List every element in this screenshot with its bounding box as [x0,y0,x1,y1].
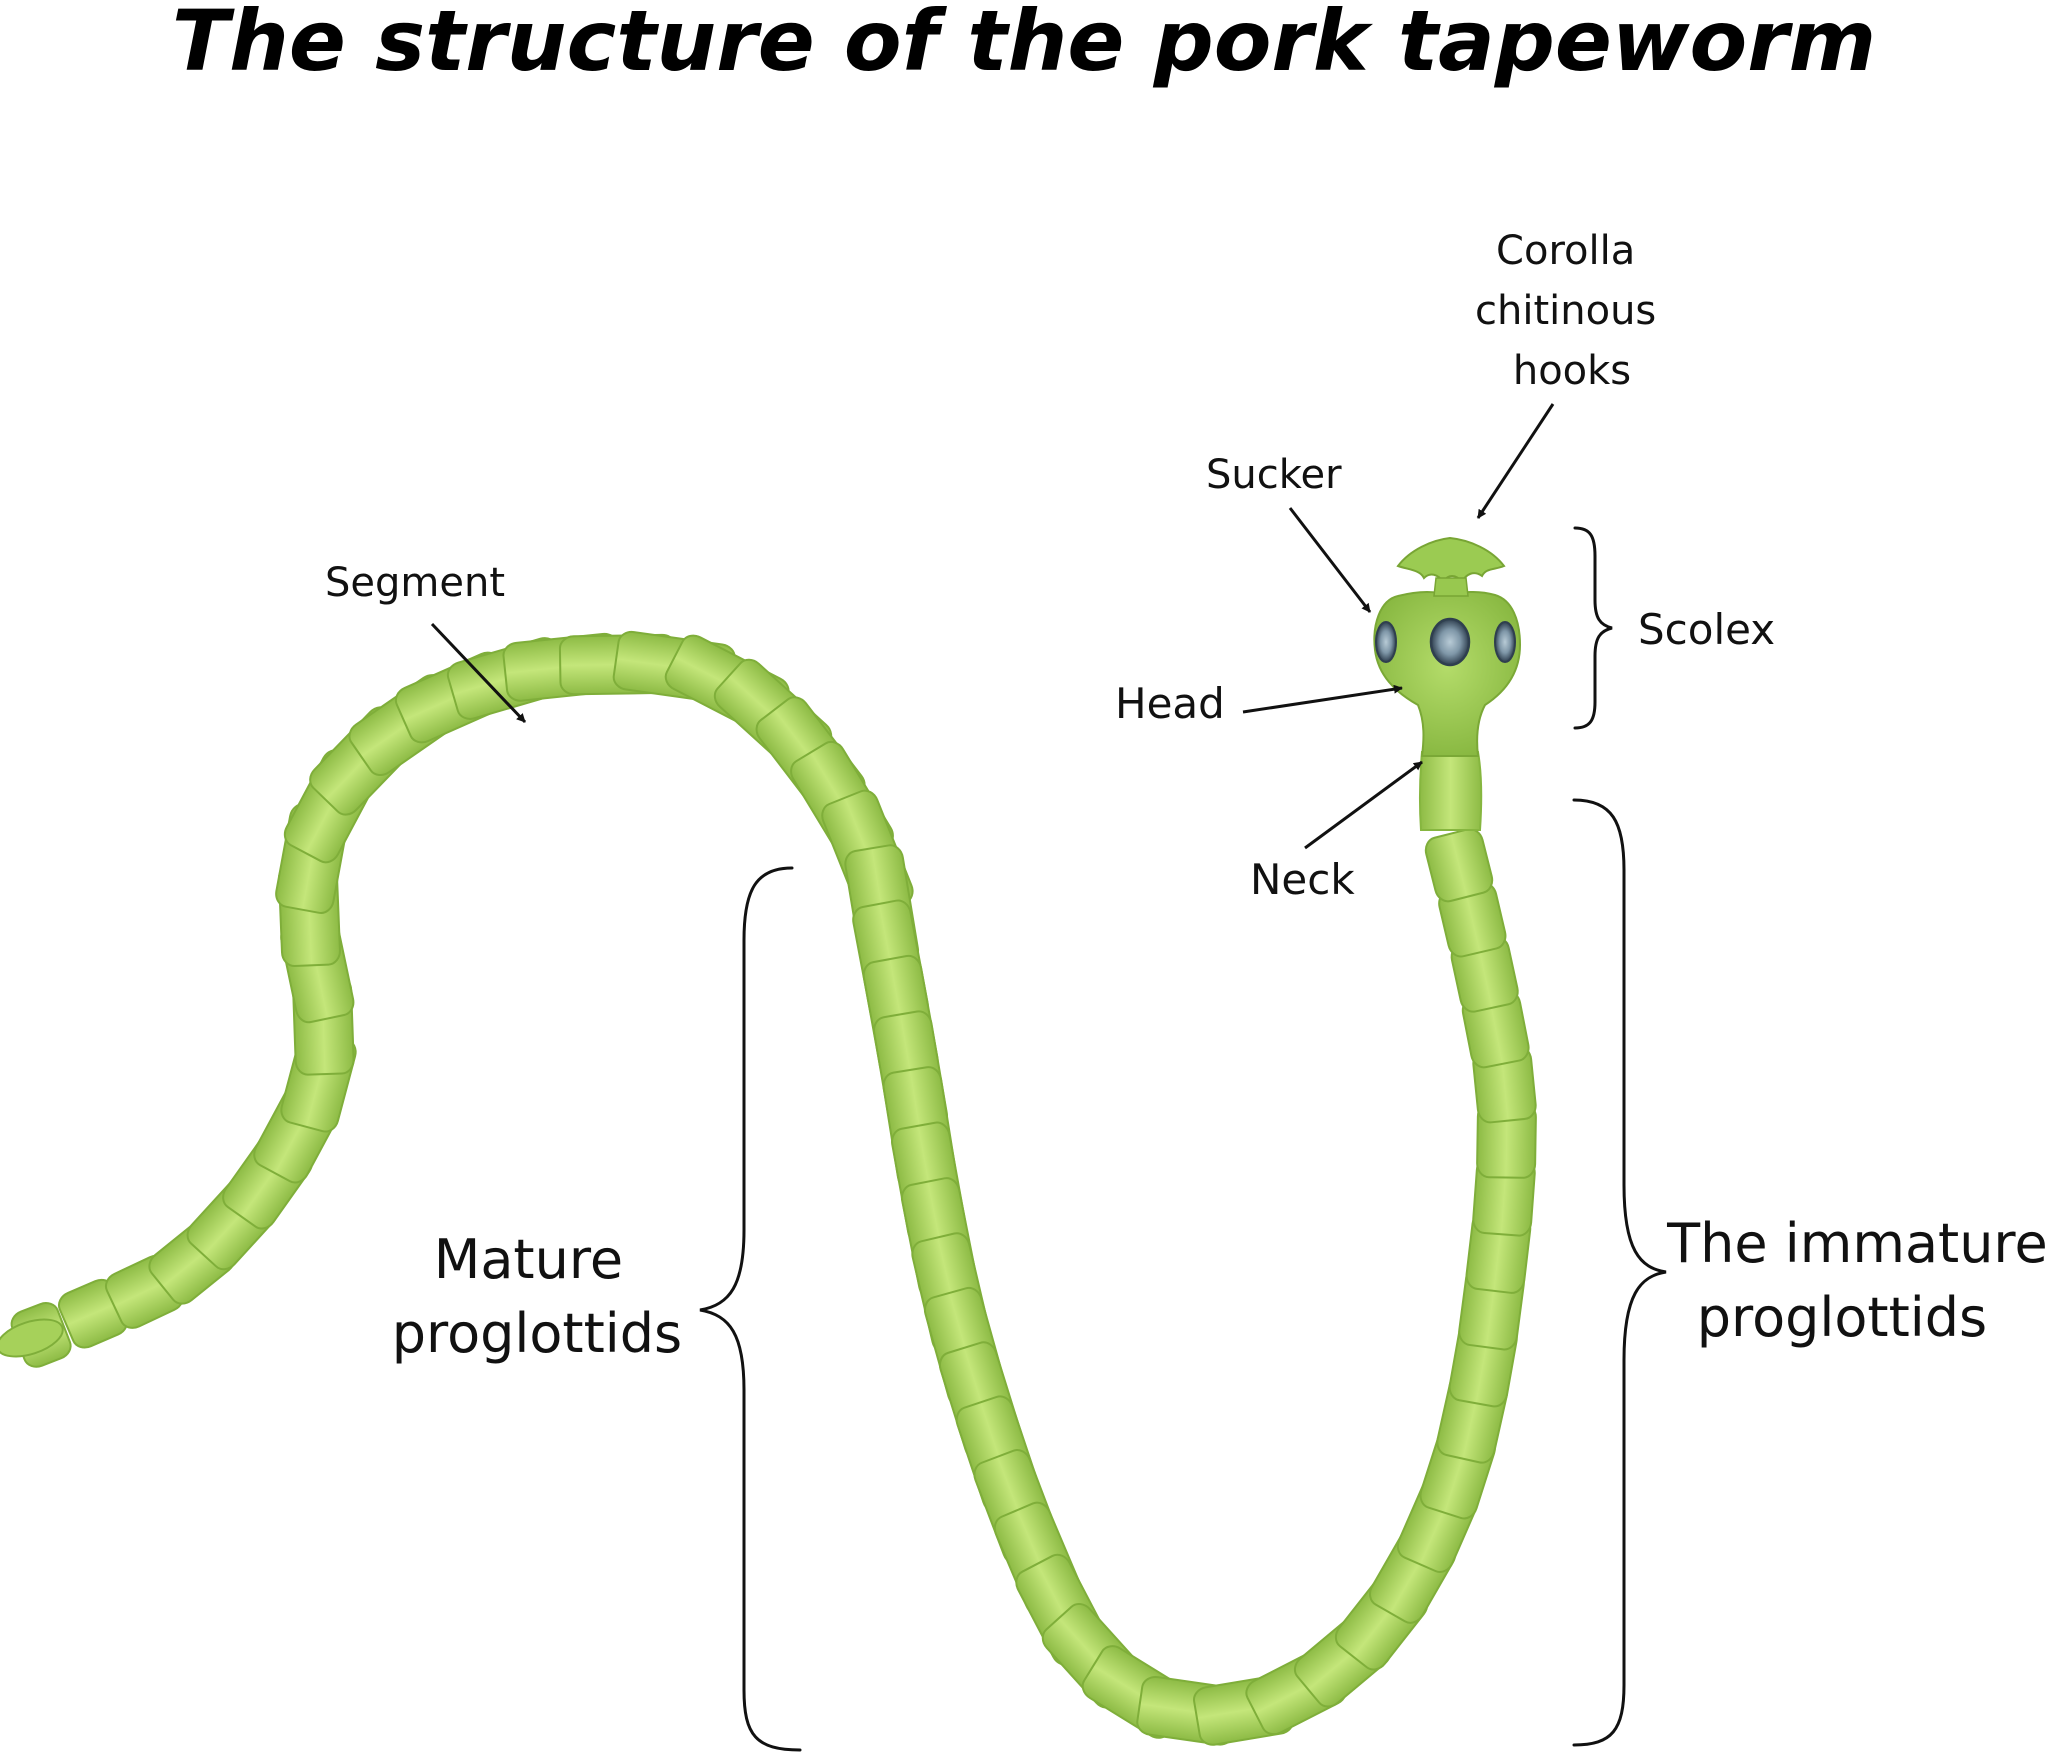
sucker-center [1429,617,1471,667]
immature-bracket [1572,798,1667,1747]
neck-shape [1418,751,1483,831]
body-segment [1424,828,1494,903]
scolex-label: Scolex [1638,605,1775,654]
head-arrow [1242,684,1403,714]
sucker-label: Sucker [1206,452,1342,498]
page-title: The structure of the pork tapeworm [172,0,1876,90]
head-label: Head [1115,679,1225,728]
corolla-stalk [1433,577,1469,597]
scolex [1373,536,1522,757]
segment-label: Segment [325,560,505,606]
head-shape [1373,591,1522,757]
neck-label: Neck [1250,855,1355,904]
mature-proglottids-label: Mature proglottids [392,1228,682,1365]
tapeworm-body [0,630,1537,1746]
corolla-arrow [1476,403,1555,519]
scolex-bracket [1573,526,1613,730]
corolla-hooks-shape [1396,536,1506,584]
segment-arrow [430,622,527,724]
sucker-left [1375,621,1397,663]
neck-arrow [1304,760,1423,850]
corolla-label: Corolla chitinous hooks [1475,228,1669,394]
sucker-right [1494,621,1516,663]
sucker-arrow [1288,507,1372,613]
tail-tip [0,1318,64,1358]
immature-proglottids-label: The immature proglottids [1666,1212,2048,1349]
mature-bracket [699,866,802,1752]
